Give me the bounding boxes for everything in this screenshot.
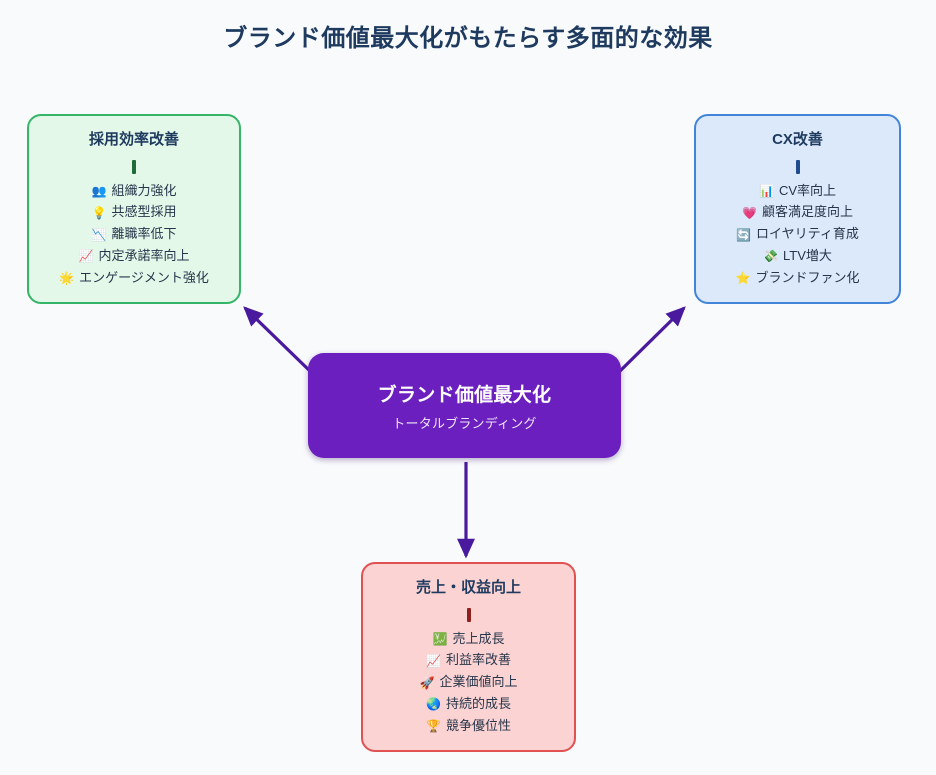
list-item-label: 売上成長 — [452, 630, 505, 646]
list-item-label: ブランドファン化 — [755, 269, 860, 285]
list-item: 💸 LTV増大 — [763, 247, 832, 266]
list-item: 📈 内定承諾率向上 — [79, 247, 190, 266]
trophy-icon: 🏆 — [426, 719, 441, 734]
repeat-button-icon: 🔄 — [736, 227, 752, 242]
branch-item-list-cx: 📊 CV率向上 💗 顧客満足度向上 🔄 ロイヤリティ育成 💸 LTV増大 ⭐ ブ… — [696, 182, 899, 288]
list-item: 📉 離職率低下 — [92, 225, 177, 244]
list-item-label: 持続的成長 — [445, 696, 511, 712]
list-item-label: ロイヤリティ育成 — [756, 226, 859, 242]
arrow-center-to-cx — [616, 306, 686, 375]
list-item: 📊 CV率向上 — [759, 182, 836, 201]
branch-title-rev: 売上・収益向上 — [415, 579, 521, 596]
list-item-label: 内定承諾率向上 — [98, 248, 190, 264]
people-icon: 👥 — [91, 183, 107, 198]
list-item: 🏆 競争優位性 — [426, 717, 511, 736]
branch-title-hr: 採用効率改善 — [88, 131, 179, 148]
list-item-label: エンゲージメント強化 — [79, 269, 209, 285]
center-node-title: ブランド価値最大化 — [377, 384, 552, 406]
list-item: 📈 利益率改善 — [426, 651, 511, 670]
list-item: 👥 組織力強化 — [92, 182, 177, 201]
list-item: ⭐ ブランドファン化 — [736, 269, 860, 288]
center-node-subtitle: トータルブランディング — [392, 415, 537, 431]
glowing-star-icon: 🌟 — [59, 271, 75, 286]
branch-box-cx[interactable]: CX改善 📊 CV率向上 💗 顧客満足度向上 🔄 ロイヤリティ育成 💸 LTV増… — [694, 114, 901, 304]
list-item-label: LTV増大 — [783, 248, 832, 264]
list-item-label: 企業価値向上 — [439, 674, 518, 690]
branch-title-cx: CX改善 — [772, 131, 823, 148]
list-item: 💗 顧客満足度向上 — [742, 203, 853, 222]
globe-icon: 🌏 — [426, 697, 441, 712]
lightbulb-icon: 💡 — [91, 205, 107, 220]
list-item-label: CV率向上 — [778, 182, 836, 198]
chart-decreasing-icon: 📉 — [91, 227, 107, 242]
list-item: 🌏 持続的成長 — [426, 695, 511, 714]
list-item: 🚀 企業価値向上 — [420, 673, 518, 692]
center-node[interactable]: ブランド価値最大化 トータルブランディング — [308, 353, 621, 458]
list-item-label: 組織力強化 — [111, 182, 177, 198]
list-item-label: 競争優位性 — [445, 717, 511, 733]
list-item: 💹 売上成長 — [433, 630, 505, 649]
branch-box-hr[interactable]: 採用効率改善 👥 組織力強化 💡 共感型採用 📉 離職率低下 📈 内定承諾率向上… — [27, 114, 241, 304]
branch-divider-cx — [795, 159, 800, 174]
chart-increasing-icon: 📈 — [78, 249, 94, 264]
growing-heart-icon: 💗 — [742, 205, 757, 220]
list-item: 🌟 エンゲージメント強化 — [59, 269, 209, 288]
rocket-icon: 🚀 — [419, 675, 435, 690]
list-item: 💡 共感型採用 — [92, 203, 177, 222]
page-title: ブランド価値最大化がもたらす多面的な効果 — [223, 25, 713, 52]
list-item-label: 共感型採用 — [111, 204, 177, 220]
chart-increasing-icon: 📈 — [426, 653, 441, 668]
bar-chart-icon: 📊 — [758, 183, 774, 198]
money-with-wings-icon: 💸 — [763, 249, 779, 264]
branch-item-list-rev: 💹 売上成長 📈 利益率改善 🚀 企業価値向上 🌏 持続的成長 🏆 競争優位性 — [363, 630, 574, 736]
arrow-center-to-hr — [243, 306, 314, 375]
list-item-label: 利益率改善 — [445, 652, 511, 668]
branch-box-rev[interactable]: 売上・収益向上 💹 売上成長 📈 利益率改善 🚀 企業価値向上 🌏 持続的成長 … — [361, 562, 576, 752]
list-item: 🔄 ロイヤリティ育成 — [736, 225, 859, 244]
star-icon: ⭐ — [735, 271, 751, 286]
list-item-label: 離職率低下 — [111, 226, 177, 242]
branch-divider-hr — [132, 159, 136, 174]
branch-divider-rev — [466, 607, 471, 622]
branch-item-list-hr: 👥 組織力強化 💡 共感型採用 📉 離職率低下 📈 内定承諾率向上 🌟 エンゲー… — [29, 182, 239, 288]
chart-with-upwards-trend-yen-icon: 💹 — [432, 631, 448, 646]
list-item-label: 顧客満足度向上 — [761, 204, 853, 220]
